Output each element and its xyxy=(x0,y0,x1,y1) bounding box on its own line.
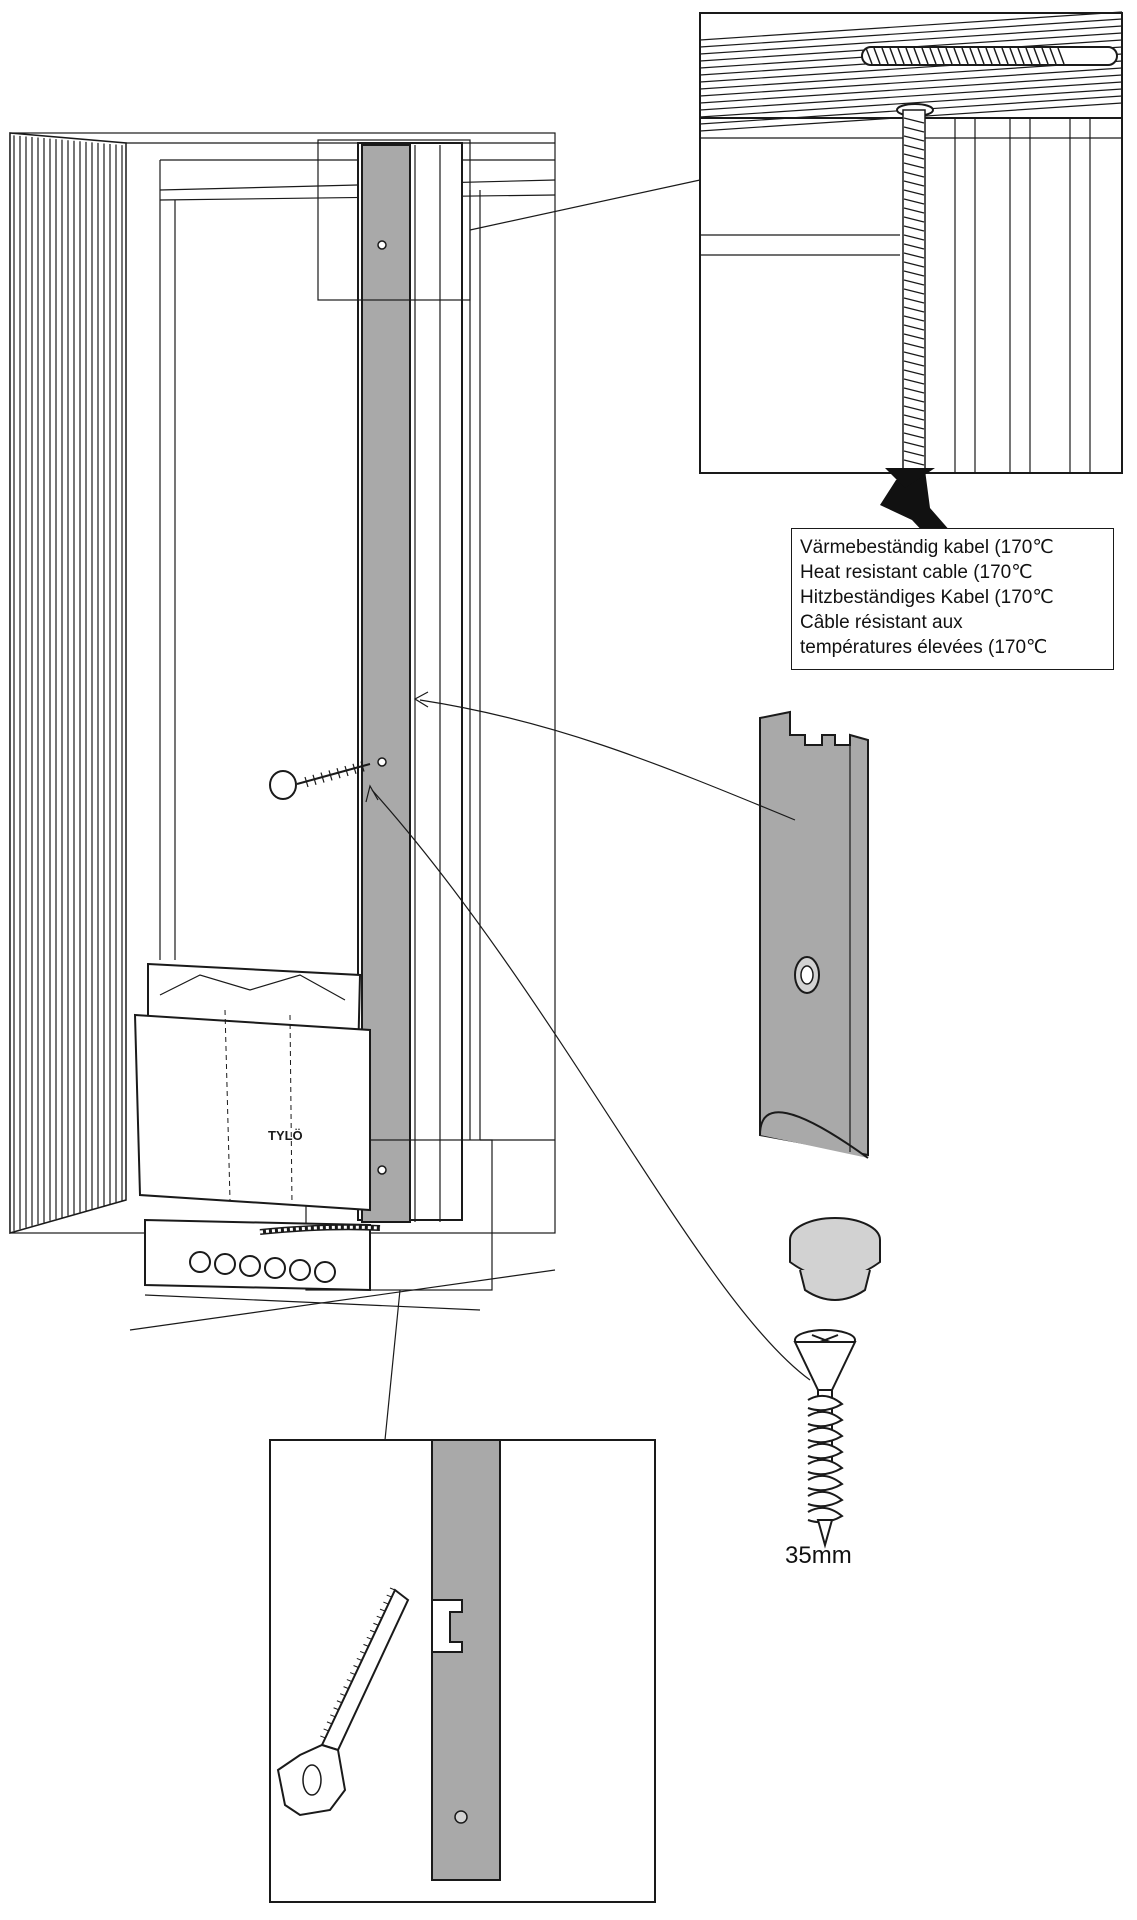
screw-insert xyxy=(269,761,371,800)
cable-label-box: Värmebeständig kabel (170℃ Heat resistan… xyxy=(791,528,1114,670)
bottom-detail-frame xyxy=(305,1139,493,1291)
cable-label-sv: Värmebeständig kabel (170℃ xyxy=(800,537,1054,558)
cable-label-de: Hitzbeständiges Kabel (170℃ xyxy=(800,587,1054,608)
cable-detail-view xyxy=(469,11,1123,552)
cable-label-fr-2: températures élevées (170℃ xyxy=(800,637,1048,658)
screw-length-label: 35mm xyxy=(785,1542,852,1569)
strip-hole-top xyxy=(377,240,387,250)
strip-hole-bottom xyxy=(377,1165,387,1175)
glass-panel xyxy=(159,190,555,1141)
ribbed-wall xyxy=(9,132,127,1234)
saw-detail-view xyxy=(269,1289,656,1903)
top-detail-frame xyxy=(317,139,471,301)
sauna-heater: TYLÖ xyxy=(129,962,556,1331)
cable-label-en: Heat resistant cable (170℃ xyxy=(800,562,1033,583)
heater-brand: TYLÖ xyxy=(268,1128,303,1143)
strip-hole-mid xyxy=(377,757,387,767)
cap-and-screw xyxy=(365,784,881,1549)
ceiling-beam xyxy=(126,142,556,201)
cable-label-fr-1: Câble résistant aux xyxy=(800,612,963,633)
cover-strip xyxy=(357,142,463,1223)
cover-strip-part xyxy=(413,691,869,1159)
sauna-corner-view: TYLÖ xyxy=(9,132,556,1331)
